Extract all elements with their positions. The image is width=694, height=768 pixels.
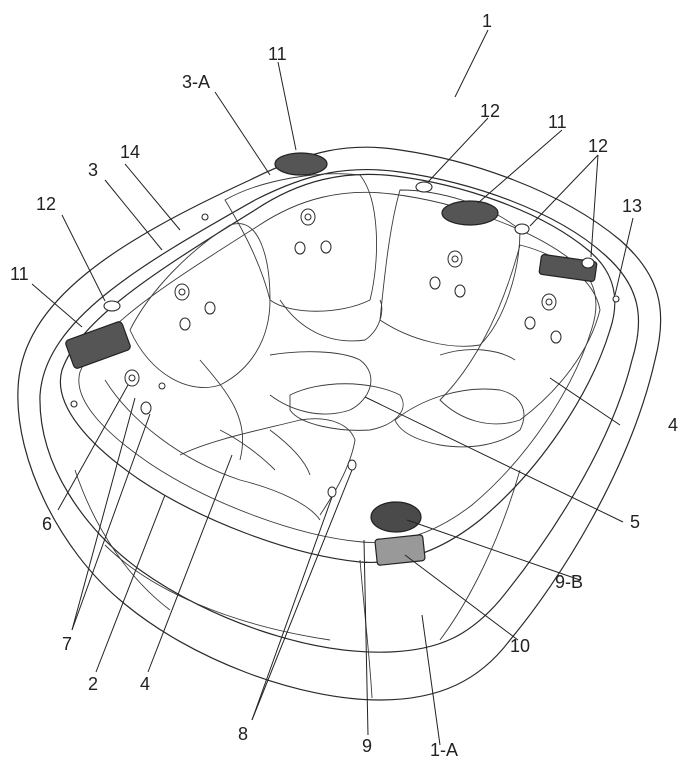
label-filter-area: 9 <box>362 736 372 756</box>
label-lounger-right: 4 <box>668 415 678 435</box>
label-tub-skirt: 1-A <box>430 740 458 760</box>
label-seat-left: 3 <box>88 160 98 180</box>
label-skirt-panel: 2 <box>88 674 98 694</box>
tub-body <box>17 146 662 701</box>
label-control-b: 7 <box>62 634 72 654</box>
label-control-a: 6 <box>42 514 52 534</box>
footwell <box>289 383 404 431</box>
label-pillow-left: 11 <box>10 264 29 284</box>
label-filter-box: 10 <box>510 636 530 656</box>
label-divider: 14 <box>120 142 140 162</box>
seats <box>129 173 601 461</box>
label-cupholder-left: 12 <box>36 194 56 214</box>
label-cupholder-top: 12 <box>480 101 500 121</box>
label-filter-lid: 9-B <box>555 572 583 592</box>
label-lounger: 4 <box>140 674 150 694</box>
label-light: 13 <box>622 196 642 216</box>
jets <box>124 208 562 498</box>
label-seat-back: 3-A <box>182 72 210 92</box>
cupholders <box>70 181 620 408</box>
label-pillow-back: 11 <box>268 44 287 64</box>
left-lounger <box>104 379 356 521</box>
tub-rim <box>59 173 616 564</box>
label-pillow-right: 11 <box>548 112 567 132</box>
label-side-jets: 8 <box>238 724 248 744</box>
right-lounger <box>394 349 525 448</box>
label-tub: 1 <box>482 11 492 31</box>
filter <box>370 501 426 566</box>
leader-lines <box>31 29 634 746</box>
labels: 1 11 3-A 12 11 14 12 3 13 12 11 4 6 5 9-… <box>10 11 678 760</box>
label-cupholder-right: 12 <box>588 136 608 156</box>
label-footwell: 5 <box>630 512 640 532</box>
